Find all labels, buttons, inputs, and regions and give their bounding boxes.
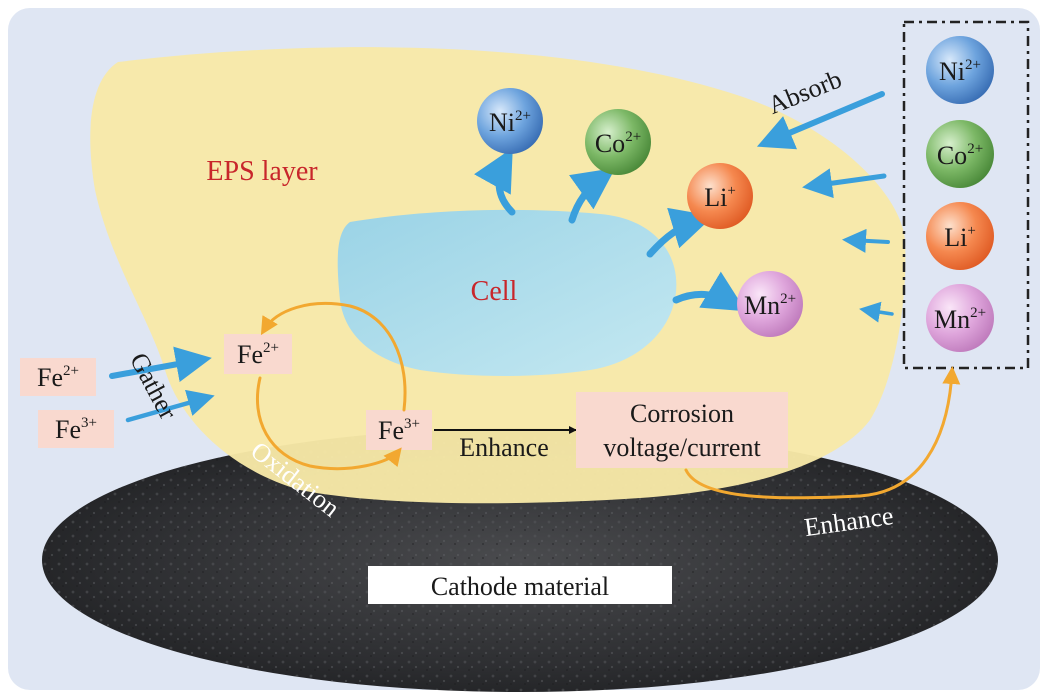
cathode-material [42, 428, 998, 692]
enhance-center-label: Enhance [459, 433, 549, 462]
svg-text:Ni2+: Ni2+ [489, 108, 531, 137]
ion-co-cell: Co2+ [585, 109, 651, 175]
svg-text:Li+: Li+ [944, 223, 976, 252]
cell-label: Cell [471, 276, 518, 307]
enhance-curve [684, 366, 961, 500]
ion-box [902, 20, 1030, 370]
ion-mn-cell-charge: 2+ [780, 291, 796, 307]
corrosion-line1: Corrosion [630, 399, 734, 428]
ion-ni-outside: Ni2+ [926, 36, 994, 104]
oxidation-cycle [255, 302, 407, 471]
cathode-label-box: Cathode material [368, 566, 672, 604]
svg-text:Fe2+: Fe2+ [237, 340, 279, 369]
cell-body [337, 209, 677, 376]
ion-ni-cell: Ni2+ [477, 88, 543, 154]
svg-text:Fe3+: Fe3+ [55, 415, 97, 444]
corrosion-line2: voltage/current [603, 433, 761, 462]
fe2-inner-box: Fe2+ [224, 334, 292, 374]
svg-text:Fe2+: Fe2+ [37, 363, 79, 392]
fe2-left-box: Fe2+ [20, 358, 96, 396]
gather-arrows [109, 346, 215, 423]
eps-layer-label: EPS layer [206, 156, 318, 187]
fe3-inner-box: Fe3+ [366, 410, 432, 450]
svg-text:Fe3+: Fe3+ [378, 416, 420, 445]
ion-li-outside: Li+ [926, 202, 994, 270]
ion-mn-cell-symbol: Mn [744, 291, 780, 320]
svg-text:Li+: Li+ [704, 183, 736, 212]
svg-text:Mn2+: Mn2+ [934, 305, 986, 334]
ion-ni-cell-charge: 2+ [515, 108, 531, 124]
fe3-left-box: Fe3+ [38, 410, 114, 448]
ion-mn-outside: Mn2+ [926, 284, 994, 352]
ion-ni-cell-symbol: Ni [489, 108, 515, 137]
svg-text:Mn2+: Mn2+ [744, 291, 796, 320]
ion-co-outside: Co2+ [926, 120, 994, 188]
svg-text:Co2+: Co2+ [937, 141, 983, 170]
ion-li-cell-charge: + [727, 183, 735, 199]
absorb-arrows [756, 91, 894, 323]
ion-mn-cell: Mn2+ [737, 271, 803, 337]
svg-text:Co2+: Co2+ [595, 129, 641, 158]
ion-co-cell-symbol: Co [595, 129, 625, 158]
cell-release-arrows [474, 147, 747, 312]
svg-text:Ni2+: Ni2+ [939, 57, 981, 86]
ion-li-cell: Li+ [687, 163, 753, 229]
cathode-label: Cathode material [431, 572, 609, 601]
ion-li-cell-symbol: Li [704, 183, 727, 212]
ion-co-cell-charge: 2+ [625, 129, 641, 145]
corrosion-box: Corrosion voltage/current [576, 392, 788, 468]
